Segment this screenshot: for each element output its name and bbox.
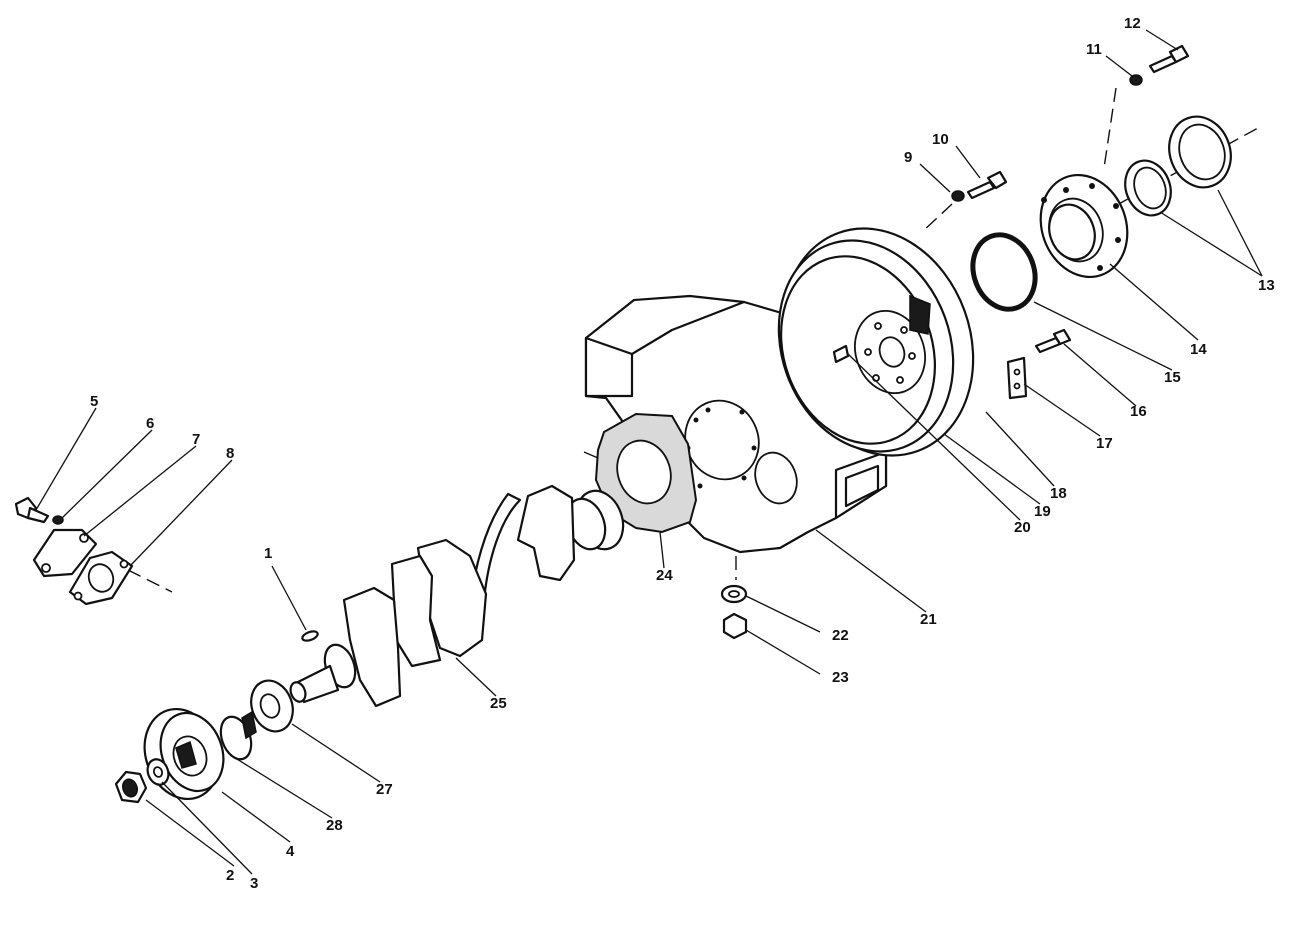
crankshaft-gear (219, 710, 257, 761)
callout-20: 20 (1014, 519, 1031, 536)
callout-5: 5 (90, 393, 98, 410)
bracket (1006, 356, 1028, 400)
callout-9: 9 (904, 149, 912, 166)
callout-28: 28 (326, 817, 343, 834)
callout-16: 16 (1130, 403, 1147, 420)
callout-17: 17 (1096, 435, 1113, 452)
callout-13: 13 (1258, 277, 1275, 294)
callout-24: 24 (656, 567, 673, 584)
thrust-washer (250, 679, 294, 733)
seal-retainer (1039, 173, 1129, 279)
callout-27: 27 (376, 781, 393, 798)
callout-1: 1 (264, 545, 272, 562)
drain-washer (720, 584, 748, 604)
callout-labels: 1 2 3 4 5 6 7 8 9 10 11 12 13 14 15 16 1… (90, 15, 1275, 892)
callout-25: 25 (490, 695, 507, 712)
bolts-and-washers (951, 44, 1190, 354)
callout-18: 18 (1050, 485, 1067, 502)
pulley-nut (114, 770, 148, 804)
dowel-pin (832, 344, 850, 364)
flywheel (777, 227, 975, 457)
leader-lines (35, 29, 1263, 875)
callout-19: 19 (1034, 503, 1051, 520)
woodruff-key (301, 630, 319, 642)
crankshaft (289, 484, 625, 708)
oil-seals (1124, 115, 1232, 217)
crankshaft-pulley (143, 707, 225, 801)
callout-2: 2 (226, 867, 234, 884)
callout-21: 21 (920, 611, 937, 628)
callout-6: 6 (146, 415, 154, 432)
callout-23: 23 (832, 669, 849, 686)
callout-7: 7 (192, 431, 200, 448)
callout-15: 15 (1164, 369, 1181, 386)
callout-11: 11 (1086, 41, 1102, 58)
callout-12: 12 (1124, 15, 1141, 32)
callout-22: 22 (832, 627, 849, 644)
callout-3: 3 (250, 875, 258, 892)
pulley-washer (146, 758, 170, 786)
o-ring (970, 232, 1038, 312)
callout-14: 14 (1190, 341, 1207, 358)
drain-plug (722, 612, 748, 640)
callout-10: 10 (932, 131, 949, 148)
housing-gasket (583, 412, 698, 534)
callout-8: 8 (226, 445, 234, 462)
callout-4: 4 (286, 843, 295, 860)
cover-plate-group (14, 496, 134, 606)
